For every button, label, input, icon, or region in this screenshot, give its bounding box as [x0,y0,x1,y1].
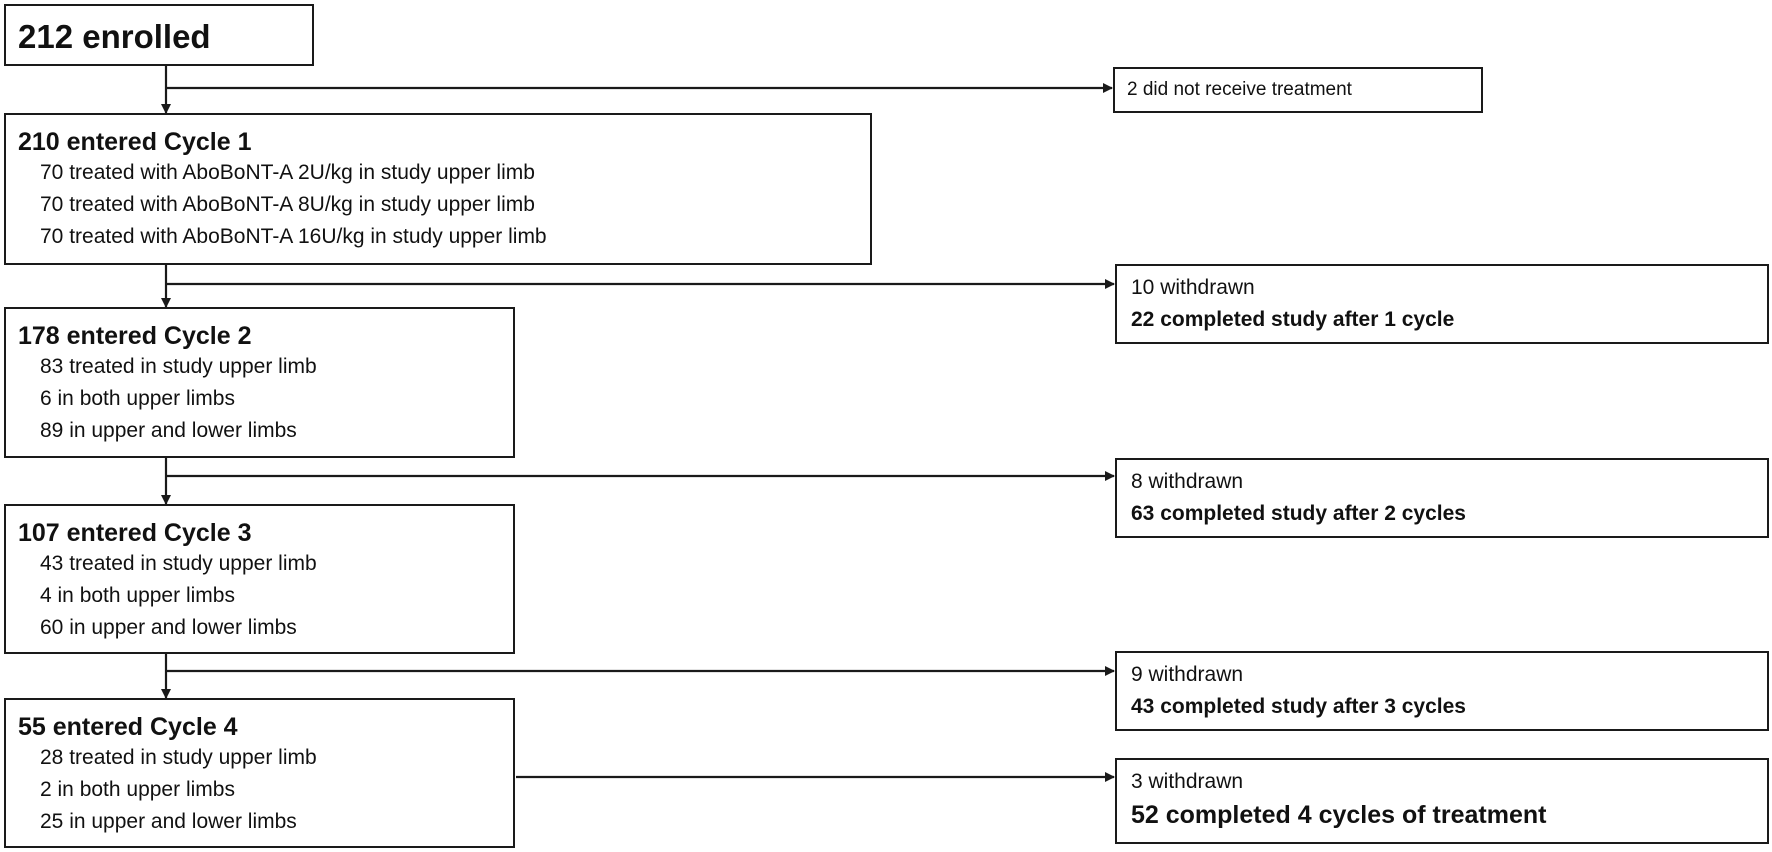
cycle-4-line-2: 2 in both upper limbs [40,778,235,801]
cycle-4-line-3: 25 in upper and lower limbs [40,810,297,833]
outcome-2-box: 8 withdrawn 63 completed study after 2 c… [1115,458,1769,538]
enrolled-box: 212 enrolled [4,4,314,66]
outcome-3-withdrawn: 9 withdrawn [1131,663,1244,686]
outcome-4-completed: 52 completed 4 cycles of treatment [1131,801,1547,829]
outcome-3-box: 9 withdrawn 43 completed study after 3 c… [1115,651,1769,731]
cycle-1-line-3: 70 treated with AboBoNT-A 16U/kg in stud… [40,225,547,248]
cycle-3-title: 107 entered Cycle 3 [18,519,252,547]
cycle-1-box: 210 entered Cycle 1 70 treated with AboB… [4,113,872,265]
outcome-4-withdrawn: 3 withdrawn [1131,770,1244,793]
cycle-3-box: 107 entered Cycle 3 43 treated in study … [4,504,515,654]
cycle-1-line-1: 70 treated with AboBoNT-A 2U/kg in study… [40,161,535,184]
outcome-3-completed: 43 completed study after 3 cycles [1131,695,1466,718]
cycle-2-line-3: 89 in upper and lower limbs [40,419,297,442]
cycle-3-line-2: 4 in both upper limbs [40,584,235,607]
outcome-1-completed: 22 completed study after 1 cycle [1131,308,1455,331]
outcome-1-withdrawn: 10 withdrawn [1131,276,1255,299]
cycle-1-line-2: 70 treated with AboBoNT-A 8U/kg in study… [40,193,535,216]
cycle-2-line-2: 6 in both upper limbs [40,387,235,410]
enrolled-label: 212 enrolled [18,18,211,55]
outcome-2-completed: 63 completed study after 2 cycles [1131,502,1466,525]
cycle-3-line-3: 60 in upper and lower limbs [40,616,297,639]
not-treated-label: 2 did not receive treatment [1127,79,1352,100]
cycle-2-line-1: 83 treated in study upper limb [40,355,317,378]
cycle-2-box: 178 entered Cycle 2 83 treated in study … [4,307,515,458]
outcome-2-withdrawn: 8 withdrawn [1131,470,1244,493]
cycle-4-title: 55 entered Cycle 4 [18,713,238,741]
cycle-2-title: 178 entered Cycle 2 [18,322,252,350]
cycle-4-box: 55 entered Cycle 4 28 treated in study u… [4,698,515,848]
cycle-3-line-1: 43 treated in study upper limb [40,552,317,575]
cycle-4-line-1: 28 treated in study upper limb [40,746,317,769]
cycle-1-title: 210 entered Cycle 1 [18,128,252,156]
outcome-4-box: 3 withdrawn 52 completed 4 cycles of tre… [1115,758,1769,844]
outcome-1-box: 10 withdrawn 22 completed study after 1 … [1115,264,1769,344]
not-treated-box: 2 did not receive treatment [1113,67,1483,113]
